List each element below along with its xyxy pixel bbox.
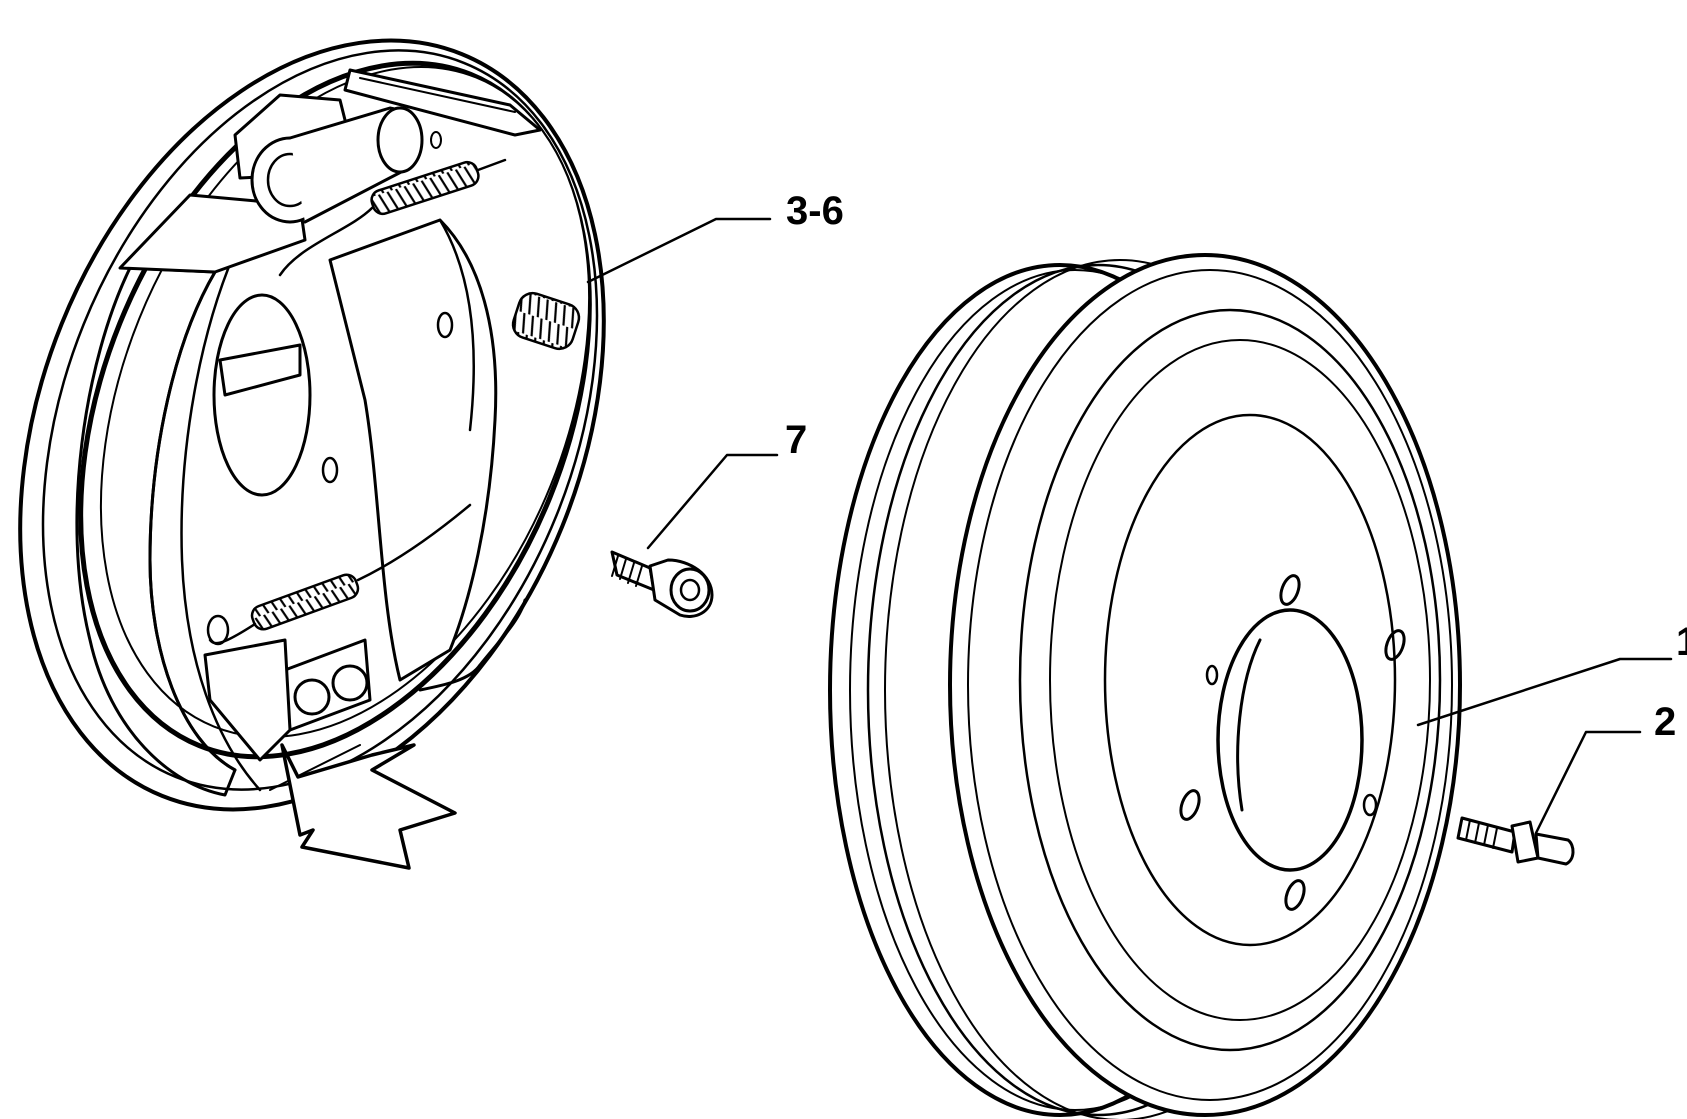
socket-screw: [610, 550, 714, 618]
leader-lines: [586, 217, 1673, 835]
callout-label-3-6: 3-6: [786, 189, 844, 233]
callout-label-7: 7: [785, 418, 807, 462]
direction-arrow-icon: [280, 743, 457, 870]
brake-backplate-assembly: [18, 38, 606, 812]
callout-label-2: 2: [1654, 700, 1676, 744]
callout-label-1: 1: [1676, 620, 1687, 664]
callout-labels: 3-6 7 1 2: [785, 189, 1687, 744]
wheel-stud: [1456, 816, 1575, 866]
brake-drum: [828, 253, 1462, 1119]
